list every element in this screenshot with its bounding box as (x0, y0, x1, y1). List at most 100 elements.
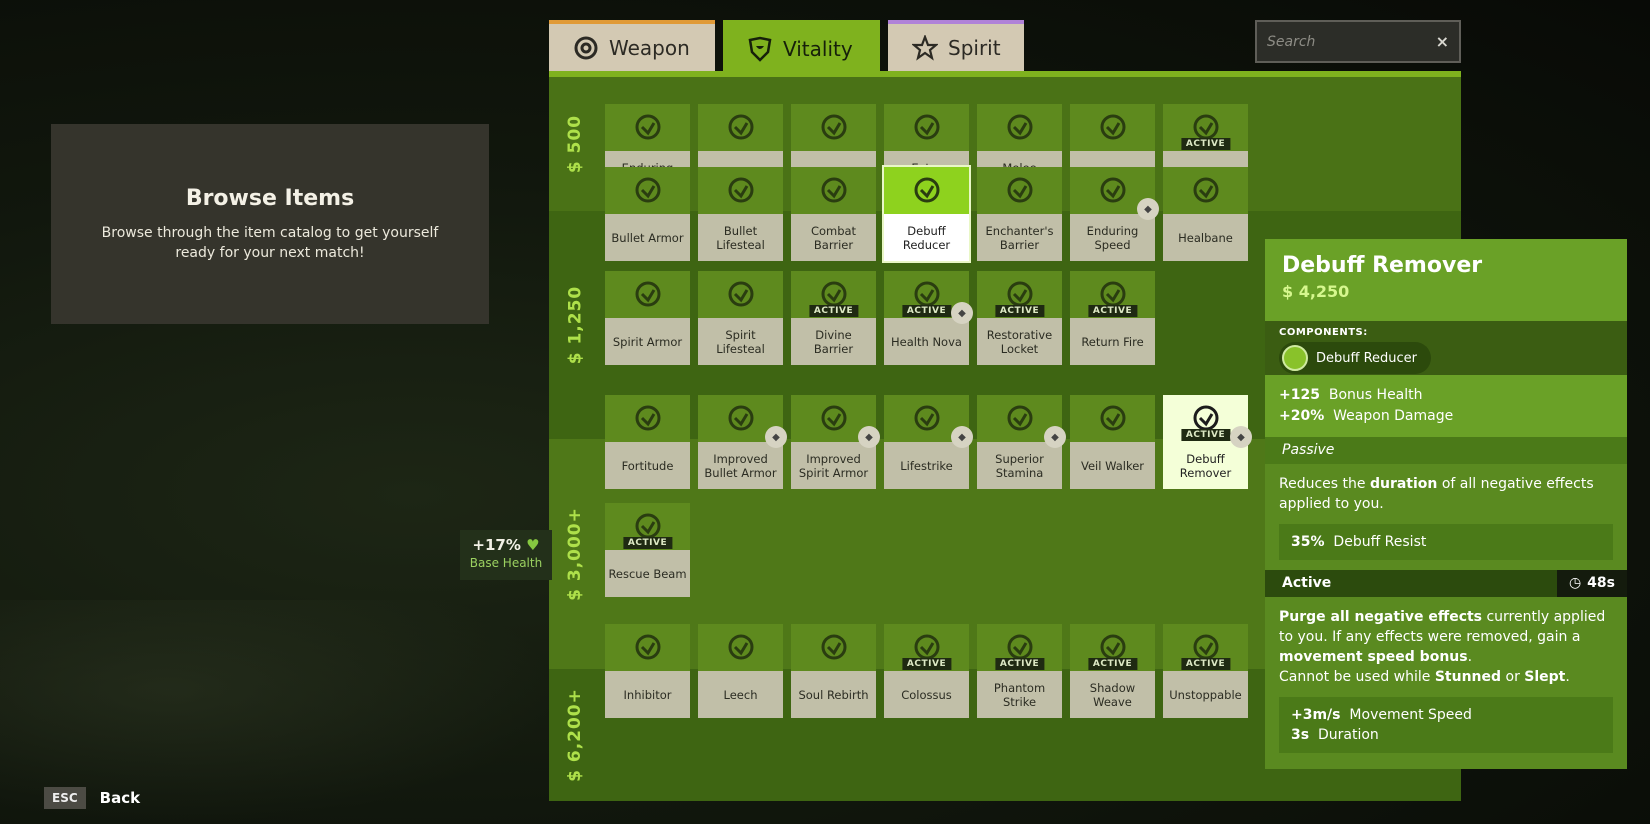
heart-drop-icon (728, 281, 753, 306)
active-tag: ACTIVE (901, 658, 952, 670)
passive-stat-box: 35% Debuff Resist (1279, 524, 1613, 560)
item-name: Phantom Strike (993, 680, 1046, 709)
item-name: Superior Stamina (995, 451, 1044, 480)
tier-cost: $ 3,000+ (565, 507, 586, 601)
component-badge-icon: ◆ (1230, 426, 1252, 448)
unstoppable-icon (1193, 634, 1218, 659)
active-tag: ACTIVE (1180, 429, 1231, 441)
tooltip-title: Debuff Remover (1282, 253, 1483, 278)
item-card[interactable]: Combat Barrier (791, 167, 876, 261)
horns-icon (821, 281, 846, 306)
item-name: Unstoppable (1169, 687, 1242, 702)
item-name: Return Fire (1081, 334, 1144, 349)
item-name: Enduring Speed (1086, 223, 1139, 252)
runner-icon (914, 114, 939, 139)
item-name: Spirit Armor (612, 334, 683, 349)
component-badge-icon: ◆ (951, 426, 973, 448)
item-name: Improved Bullet Armor (704, 451, 777, 480)
tab-spirit[interactable]: Spirit (888, 20, 1024, 72)
item-tooltip: Debuff Remover $ 4,250 COMPONENTS: Debuf… (1265, 239, 1627, 769)
item-card[interactable]: Spirit Lifesteal (698, 271, 783, 365)
item-name: Lifestrike (900, 458, 953, 473)
item-name: Improved Spirit Armor (798, 451, 869, 480)
vitality-shield-icon (748, 36, 772, 62)
heart-icon: ♥ (526, 536, 540, 554)
search-input[interactable]: Search × (1255, 20, 1461, 63)
component-badge-icon: ◆ (951, 302, 973, 324)
item-card[interactable]: ◆ Lifestrike (884, 395, 973, 489)
nova-icon (914, 281, 939, 306)
item-card[interactable]: ◆ Enduring Speed (1070, 167, 1159, 261)
component-badge-icon: ◆ (765, 426, 787, 448)
tab-weapon[interactable]: Weapon (549, 20, 715, 72)
clock-icon: ◷ (1568, 575, 1582, 591)
item-card[interactable]: ◆Superior Stamina (977, 395, 1066, 489)
item-card[interactable]: ◆ Improved Spirit Armor (791, 395, 880, 489)
back-label: Back (99, 789, 141, 807)
tooltip-price: $ 4,250 (1282, 282, 1350, 301)
component-badge-icon: ◆ (858, 426, 880, 448)
heart-spark-icon (635, 405, 660, 430)
barrier-icon (821, 177, 846, 202)
veil-icon (1100, 405, 1125, 430)
rebirth-icon (821, 634, 846, 659)
active-stat-box: +3m/s Movement Speed 3s Duration (1279, 697, 1613, 753)
speed-icon (1100, 177, 1125, 202)
item-name: Veil Walker (1080, 458, 1145, 473)
clear-search-icon[interactable]: × (1435, 32, 1449, 51)
item-name: Rescue Beam (608, 566, 687, 581)
item-card[interactable]: Veil Walker (1070, 395, 1155, 489)
item-card[interactable]: Enchanter's Barrier (977, 167, 1062, 261)
item-card[interactable]: Fortitude (605, 395, 690, 489)
background-glow (0, 600, 560, 824)
cooldown: ◷48s (1556, 570, 1627, 597)
item-card[interactable]: ACTIVE Return Fire (1070, 271, 1155, 365)
item-card[interactable]: Bullet Armor (605, 167, 690, 261)
stat-label: Weapon Damage (1333, 408, 1454, 424)
tab-vitality[interactable]: Vitality (723, 20, 880, 74)
components-label: COMPONENTS: (1279, 327, 1368, 338)
target-icon (574, 36, 598, 60)
item-card[interactable]: Leech (698, 624, 783, 718)
item-card[interactable]: Inhibitor (605, 624, 690, 718)
heart-bar-icon (821, 114, 846, 139)
heart-shield-icon (635, 114, 660, 139)
item-card[interactable]: Healbane (1163, 167, 1248, 261)
stat-value: +20% (1279, 408, 1325, 424)
item-name: Enchanter's Barrier (985, 223, 1054, 252)
base-health-badge: +17% ♥ Base Health (460, 530, 552, 580)
component-pill: Debuff Reducer (1279, 342, 1432, 374)
item-card[interactable]: ◆ Improved Bullet Armor (698, 395, 787, 489)
active-tag: ACTIVE (901, 305, 952, 317)
active-header: Active◷48s (1265, 570, 1627, 597)
passive-header: Passive (1265, 437, 1627, 464)
item-name: Colossus (901, 687, 952, 702)
component-badge-icon: ◆ (1044, 426, 1066, 448)
bullets-heart-icon (728, 177, 753, 202)
item-card[interactable]: ACTIVE◆ Health Nova (884, 271, 973, 365)
skull-hand-icon (1193, 177, 1218, 202)
item-card[interactable]: Bullet Lifesteal (698, 167, 783, 261)
base-health-label: Base Health (469, 556, 543, 570)
stamina-icon (1007, 405, 1032, 430)
item-name: Debuff Reducer (902, 223, 951, 252)
item-name: Health Nova (891, 334, 962, 349)
shield-icon (635, 177, 660, 202)
item-card[interactable]: ACTIVE Colossus (884, 624, 969, 718)
hand-burst-icon (1193, 114, 1218, 139)
item-card[interactable]: Soul Rebirth (791, 624, 876, 718)
item-card[interactable]: Debuff Reducer (882, 165, 971, 263)
active-tag: ACTIVE (1087, 305, 1138, 317)
item-card[interactable]: Spirit Armor (605, 271, 690, 365)
tooltip-components: COMPONENTS: Debuff Reducer (1265, 321, 1627, 375)
component-badge-icon: ◆ (1137, 198, 1159, 220)
active-tag: ACTIVE (1180, 138, 1231, 150)
back-button[interactable]: ESC Back (44, 787, 140, 809)
item-card[interactable]: ACTIVE◆Debuff Remover (1163, 395, 1252, 489)
